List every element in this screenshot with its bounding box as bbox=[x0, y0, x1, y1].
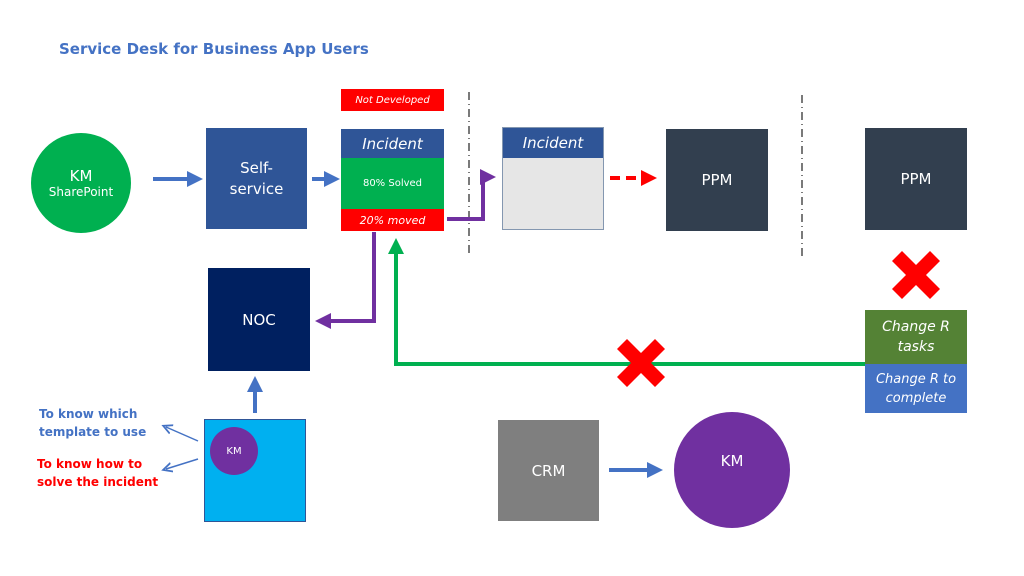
solve-note-line2: solve the incident bbox=[37, 475, 159, 489]
change-r-complete-line2: complete bbox=[885, 390, 947, 406]
self-service-line1: Self- bbox=[240, 158, 273, 177]
incident-primary-header: Incident bbox=[341, 129, 444, 158]
red-x-icon bbox=[892, 251, 940, 299]
incident-solved-segment: 80% Solved bbox=[341, 158, 444, 209]
arrow-to-solve-note bbox=[166, 458, 199, 469]
red-x-icon bbox=[617, 339, 665, 387]
km-sharepoint-line1: KM bbox=[69, 167, 93, 185]
crm-node: CRM bbox=[498, 420, 599, 521]
diagram-title: Service Desk for Business App Users bbox=[59, 40, 369, 58]
arrow-incident-to-noc bbox=[315, 232, 376, 329]
km-sharepoint-node: KM SharePoint bbox=[31, 133, 131, 233]
change-r-complete: Change R to complete bbox=[865, 364, 967, 413]
ppm-node-2: PPM bbox=[865, 128, 967, 230]
template-note-line2: template to use bbox=[39, 425, 147, 439]
incident-primary-node: Incident 80% Solved 20% moved bbox=[341, 129, 444, 231]
incident-secondary-header: Incident bbox=[503, 128, 603, 158]
solve-note: To know how to solve the incident bbox=[37, 455, 158, 491]
self-service-node: Self- service bbox=[206, 128, 307, 229]
self-service-line2: service bbox=[229, 179, 284, 198]
change-r-tasks: Change R tasks bbox=[865, 310, 967, 364]
km-sharepoint-line2: SharePoint bbox=[48, 185, 114, 199]
template-note: To know which template to use bbox=[39, 405, 146, 441]
change-r-tasks-line2: tasks bbox=[897, 339, 935, 355]
arrow-changer-to-incident bbox=[388, 238, 865, 366]
incident-secondary-node: Incident bbox=[502, 127, 604, 230]
noc-node: NOC bbox=[208, 268, 310, 371]
km-small-node: KM bbox=[210, 427, 258, 475]
incident-moved-segment: 20% moved bbox=[341, 209, 444, 231]
change-r-complete-line1: Change R to bbox=[875, 371, 957, 387]
arrow-to-template-note bbox=[166, 427, 199, 442]
template-note-line1: To know which bbox=[39, 407, 138, 421]
change-r-node: Change R tasks Change R to complete bbox=[865, 310, 967, 413]
ppm-node-1: PPM bbox=[666, 129, 768, 231]
change-r-tasks-line1: Change R bbox=[882, 319, 950, 335]
solve-note-line1: To know how to bbox=[37, 457, 143, 471]
not-developed-badge: Not Developed bbox=[341, 89, 444, 111]
km-big-node: KM bbox=[674, 412, 790, 528]
arrow-moved-to-incident2 bbox=[447, 169, 496, 221]
